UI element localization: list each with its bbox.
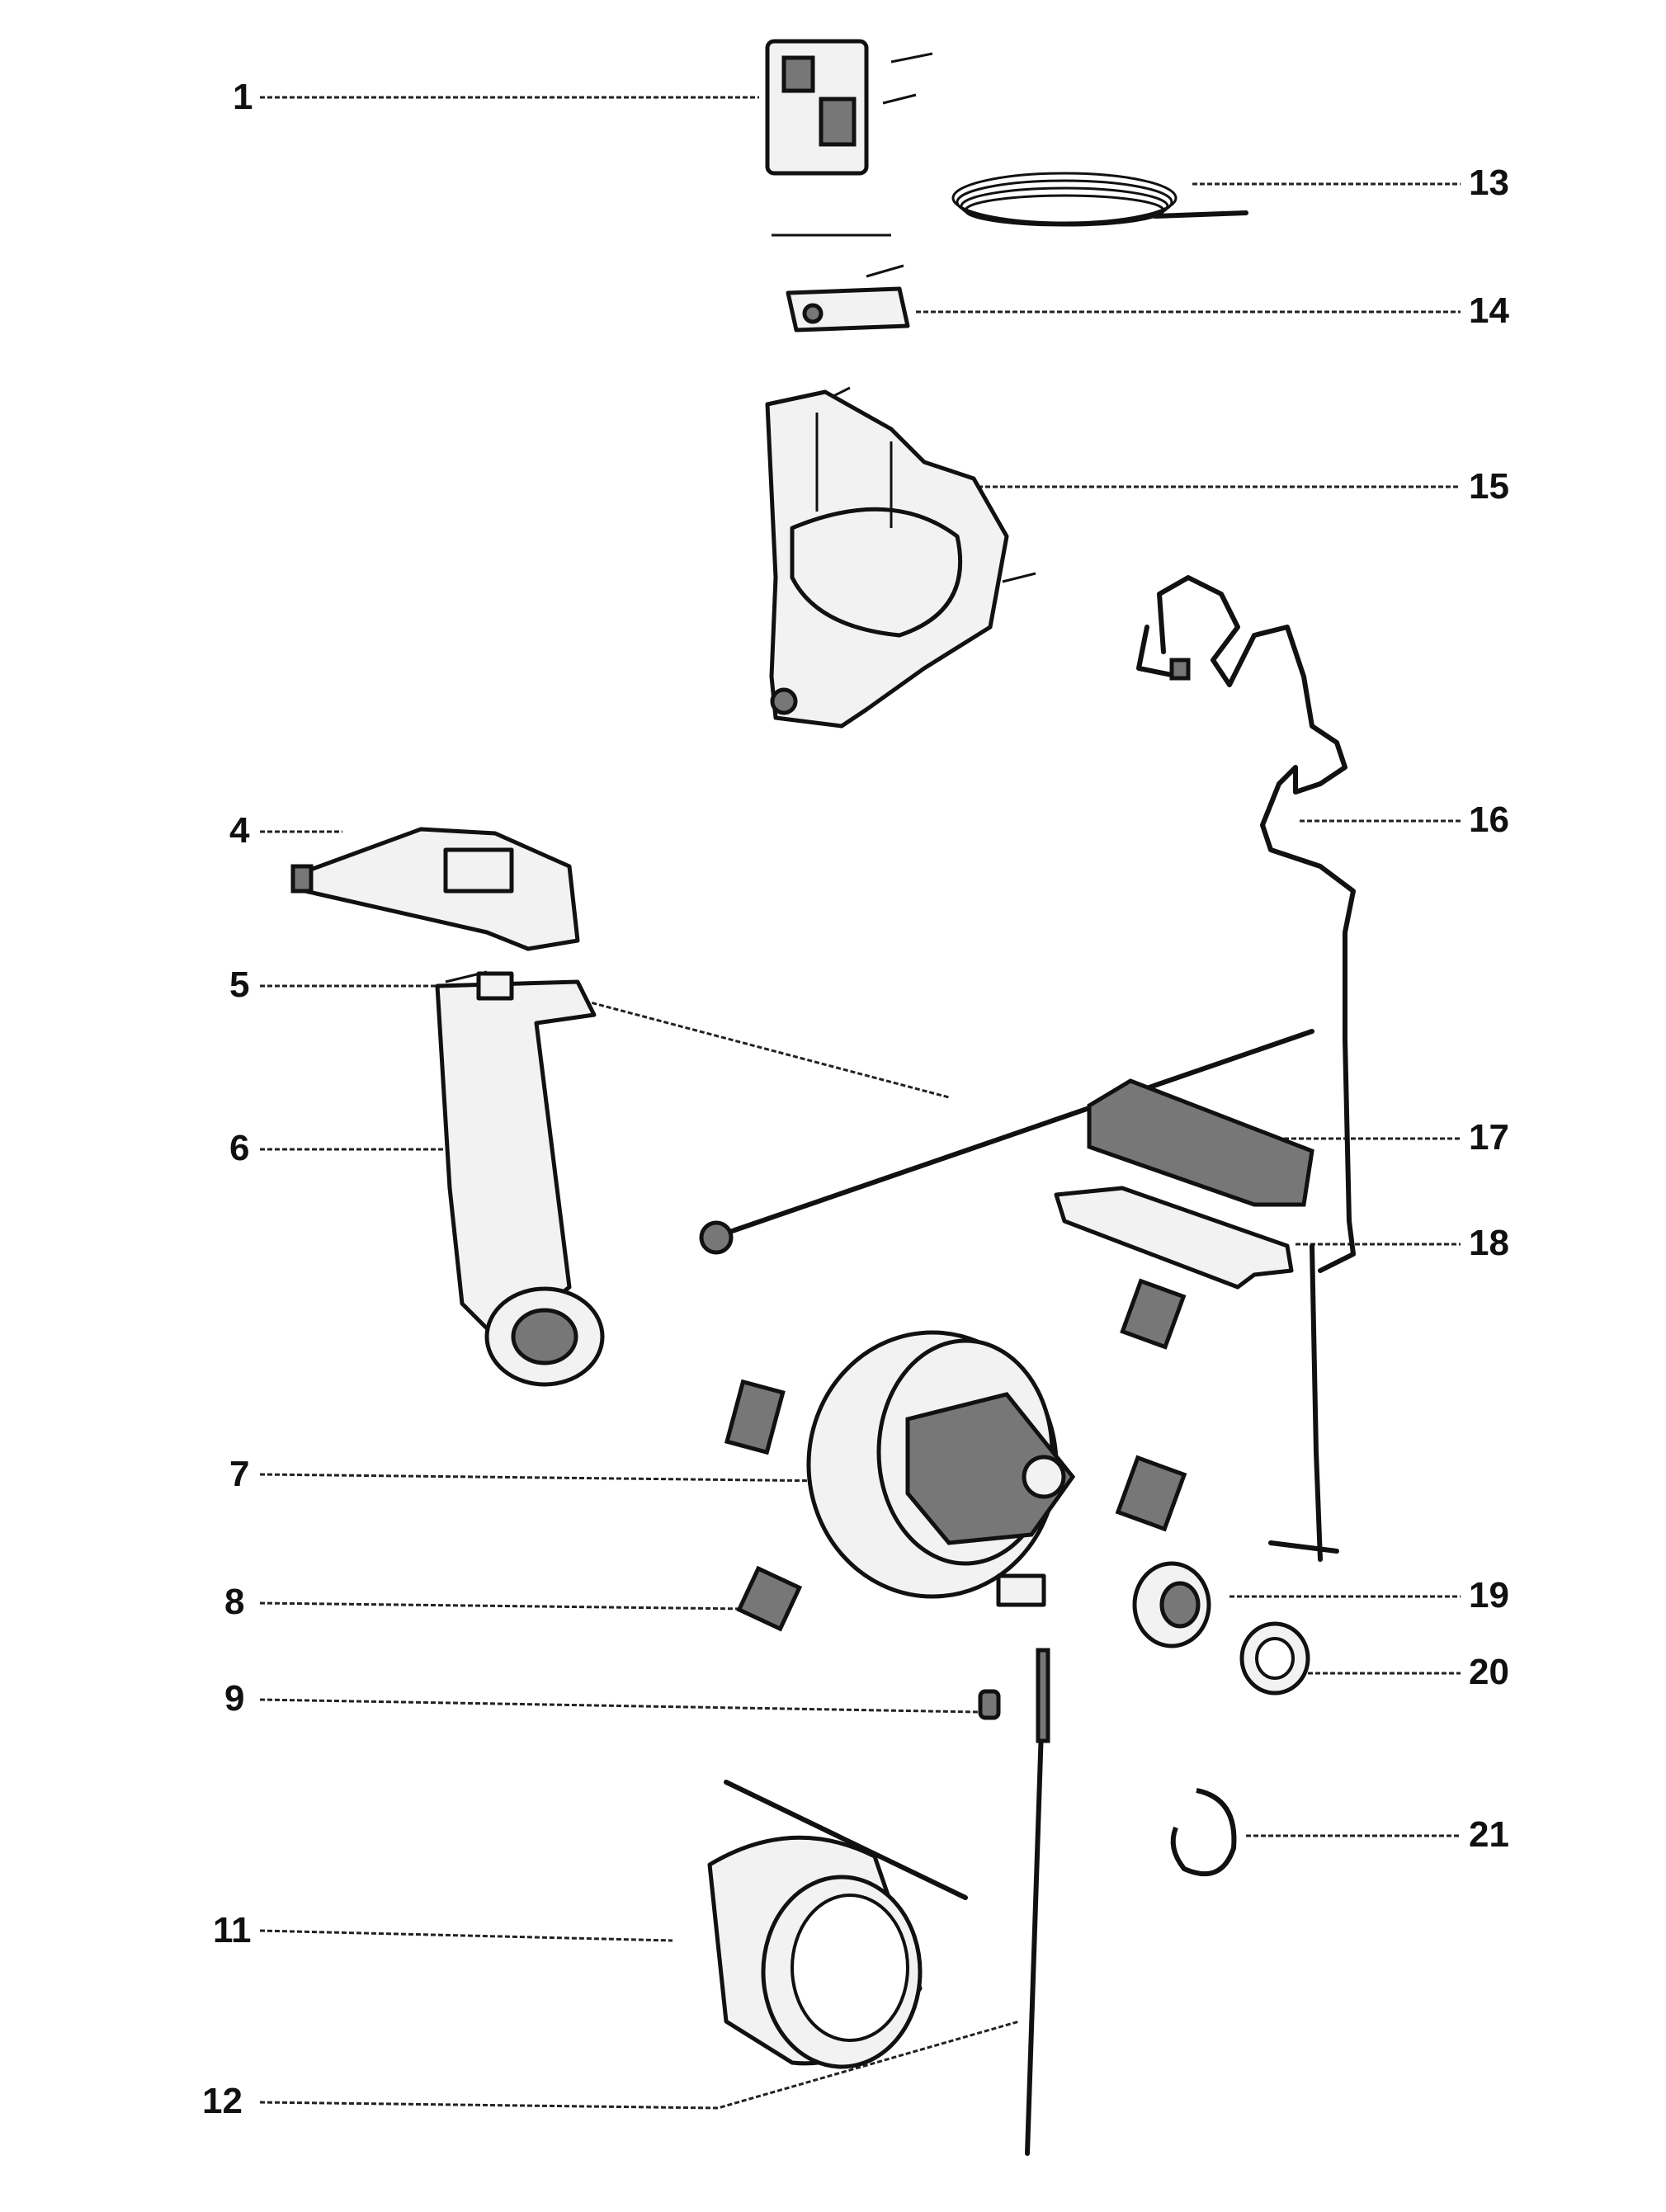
motor-brush-right [1115, 1455, 1187, 1532]
part-6-handle-socket [435, 971, 605, 1387]
part-5-axle-rod [699, 1029, 1314, 1255]
leader-8 [259, 1601, 748, 1611]
leader-5 [260, 984, 950, 1099]
part-16-wire-harness [1136, 575, 1356, 1562]
label-part-6: 6 [229, 1128, 250, 1168]
leader-11 [259, 1929, 673, 1942]
part-14-cord-clip [786, 264, 910, 333]
label-part-21: 21 [1469, 1814, 1509, 1855]
part-8-carbon-brush [736, 1565, 803, 1632]
part-11-sleeve [707, 1780, 968, 2069]
leader-12 [259, 2020, 1020, 2110]
leader-lines [259, 96, 1461, 2110]
part-19-bearing [1132, 1561, 1211, 1648]
leader-9 [259, 1698, 979, 1714]
leader-7 [259, 1473, 834, 1483]
label-part-15: 15 [1469, 466, 1509, 507]
part-18-plate [1054, 1186, 1294, 1290]
motor-brush-left [724, 1379, 786, 1455]
part-20-washer [1239, 1621, 1310, 1696]
label-part-14: 14 [1469, 290, 1509, 331]
label-part-18: 18 [1469, 1223, 1509, 1263]
label-part-9: 9 [224, 1678, 245, 1719]
part-9-nut [978, 1689, 1001, 1720]
label-part-7: 7 [229, 1454, 250, 1494]
part-7-motor [806, 1330, 1076, 1607]
part-15-motor-housing [765, 386, 1036, 729]
label-part-20: 20 [1469, 1652, 1509, 1692]
label-part-8: 8 [224, 1582, 245, 1622]
part-1-switch-housing [765, 39, 933, 176]
label-part-1: 1 [233, 77, 253, 117]
part-21-retaining-ring [1170, 1788, 1237, 1877]
motor-brush-upper [1120, 1278, 1187, 1350]
label-part-5: 5 [229, 965, 250, 1005]
label-part-17: 17 [1469, 1117, 1509, 1158]
label-part-19: 19 [1469, 1575, 1509, 1615]
part-13-power-cord [772, 172, 1248, 237]
label-part-11: 11 [213, 1910, 252, 1950]
label-part-12: 12 [202, 2081, 243, 2121]
label-part-13: 13 [1469, 163, 1509, 203]
label-part-16: 16 [1469, 799, 1509, 840]
part-12-shaft [1025, 1648, 1050, 2156]
label-part-4: 4 [229, 810, 250, 851]
part-17-filter [1087, 1078, 1314, 1207]
part-4-bracket [290, 827, 580, 983]
